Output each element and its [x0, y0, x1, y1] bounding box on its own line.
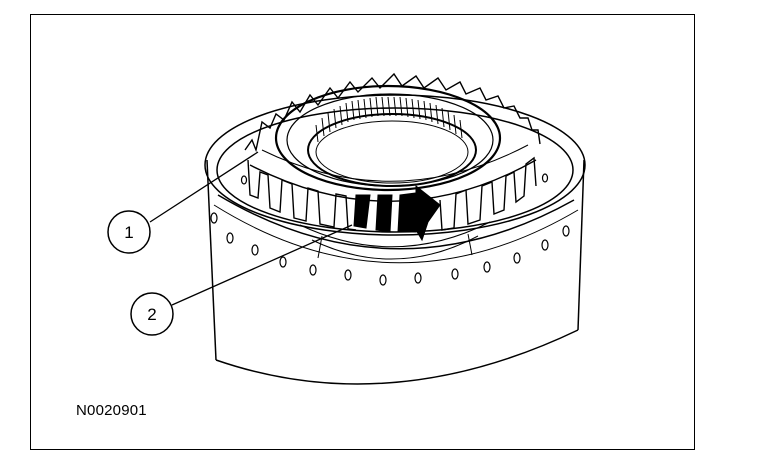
callout-1-number: 1 — [124, 223, 133, 242]
figure-frame — [30, 14, 695, 450]
outer-drum — [204, 94, 586, 385]
inner-hub — [299, 221, 491, 260]
callout-2-leader — [171, 224, 353, 306]
callout-leaders — [149, 151, 353, 306]
callout-1: 1 — [107, 210, 151, 254]
callout-2-circle — [130, 292, 174, 336]
drum-holes — [210, 173, 570, 286]
callout-1-leader — [149, 151, 259, 223]
callout-1-circle — [107, 210, 151, 254]
inner-race — [274, 84, 502, 192]
callout-2-number: 2 — [147, 305, 156, 324]
inner-splines — [315, 96, 463, 143]
gear-teeth-shaded — [353, 184, 441, 242]
callout-2: 2 — [130, 292, 174, 336]
gear-teeth — [244, 72, 541, 231]
figure-id-label: N0020901 — [76, 402, 147, 419]
